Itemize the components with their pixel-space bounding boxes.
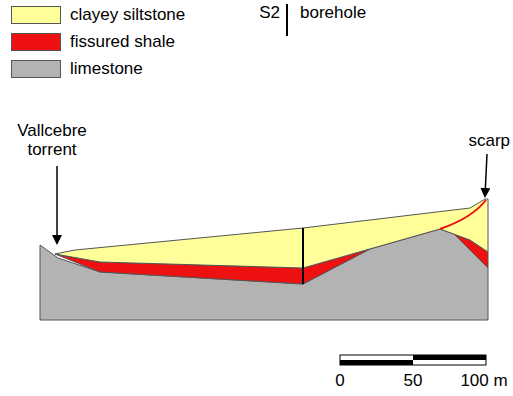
siltstone-unit xyxy=(55,199,488,268)
legend-text: limestone xyxy=(70,59,143,78)
borehole-line xyxy=(302,228,304,284)
legend-text: borehole xyxy=(300,3,366,22)
legend-swatch xyxy=(11,60,61,78)
scale-number: 0 xyxy=(335,371,344,390)
scale-number: 100 m xyxy=(460,371,507,390)
place-label: Vallcebre torrent xyxy=(4,121,100,159)
scarp-surface xyxy=(440,200,486,229)
scale-bar xyxy=(340,355,486,365)
scale-bar-segment xyxy=(413,355,486,360)
legend-text: fissured shale xyxy=(70,32,175,51)
scarp-arrow xyxy=(485,154,487,196)
legend-swatch xyxy=(11,33,61,51)
borehole-label: S2 xyxy=(259,3,280,22)
legend-swatch xyxy=(11,6,61,24)
borehole-symbol xyxy=(286,4,288,36)
scale-number: 50 xyxy=(404,371,423,390)
torrent-arrow xyxy=(56,166,58,243)
legend-text: clayey siltstone xyxy=(70,5,185,24)
place-label: scarp xyxy=(468,131,510,150)
scale-bar-segment xyxy=(340,360,413,365)
